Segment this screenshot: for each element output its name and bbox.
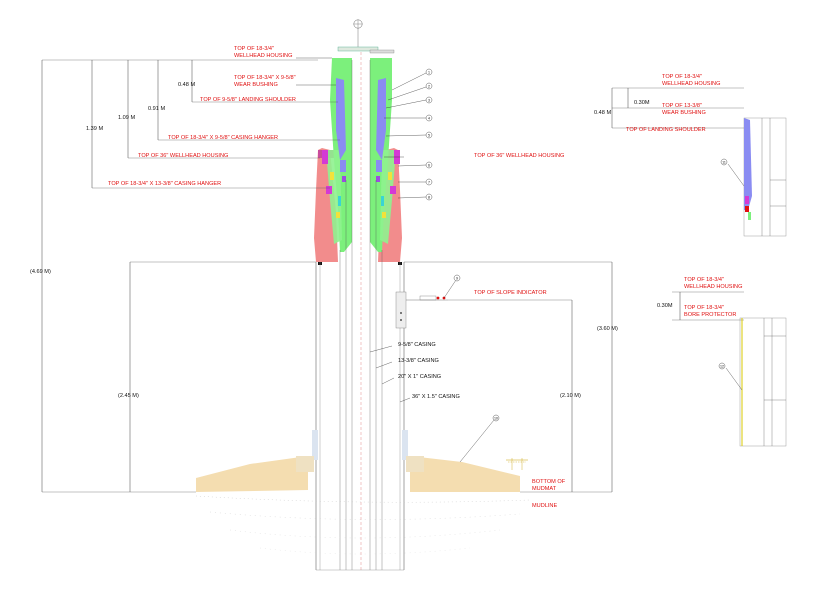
detail2-label-top-1834-wellhead-housing-l1: TOP OF 18-3/4" [684,277,724,283]
callout-10: 10 [492,414,500,422]
detail1-label-top-1338-wear-bushing-l2: WEAR BUSHING [662,110,706,116]
callout-11: 11 [720,158,728,166]
callout-3: 3 [425,96,433,104]
label-bottom-of-mudmat-l1: BOTTOM OF [532,479,566,485]
bore-centerlines [339,52,383,570]
detail1-label-top-landing-shoulder: TOP OF LANDING SHOULDER [626,127,706,133]
detail2-label-top-1834-bore-protector-l1: TOP OF 18-3/4" [684,305,724,311]
label-casing-36x15: 36" X 1.5" CASING [412,394,460,400]
callout-7: 7 [425,178,433,186]
detail2-label-top-1834-bore-protector-l2: BORE PROTECTOR [684,312,736,318]
label-casing-958: 9-5/8" CASING [398,342,436,348]
label-top-36-wellhead-housing-right: TOP OF 36" WELLHEAD HOUSING [474,153,564,159]
label-bottom-of-mudmat-l2: MUDMAT [532,486,557,492]
svg-text:12: 12 [720,364,724,368]
detail-wear-bushing-view: 11 TOP OF 18-3/4" WELLHEAD HOUSING TOP O… [594,74,787,237]
seabed-soil [195,495,531,555]
dim-0-91m: 0.91 M [148,106,165,112]
label-top-1834-1338-casing-hanger: TOP OF 18-3/4" X 13-3/8" CASING HANGER [108,181,221,187]
label-top-wear-bushing-l2: WEAR BUSHING [234,82,278,88]
detail1-label-top-1834-wellhead-housing-l2: WELLHEAD HOUSING [662,81,720,87]
label-top-1834-wellhead-housing-l2: WELLHEAD HOUSING [234,53,292,59]
callout-1: 1 [425,68,433,76]
svg-text:11: 11 [722,160,726,164]
svg-text:4: 4 [428,116,430,120]
detail-bore-protector-view: 12 TOP OF 18-3/4" WELLHEAD HOUSING TOP O… [657,277,787,447]
label-leaders [296,57,411,403]
detail1-label-top-1338-wear-bushing-l1: TOP OF 13-3/8" [662,103,702,109]
dim-1-09m: 1.09 M [118,115,135,121]
svg-text:9: 9 [456,276,458,280]
label-top-1834-958-casing-hanger: TOP OF 18-3/4" X 9-5/8" CASING HANGER [168,135,278,141]
detail1-dim-0-48m: 0.48 M [594,110,611,116]
main-dimension-values: 0.48 M 0.91 M 1.09 M 1.39 M (4.69 M) (2.… [30,82,618,399]
dim-2-10m: (2.10 M) [560,393,581,399]
dim-3-60m: (3.60 M) [597,326,618,332]
casing-labels: 9-5/8" CASING 13-3/8" CASING 20" X 1" CA… [398,342,460,400]
callout-5: 5 [425,131,433,139]
wear-bushing-seal [336,78,386,172]
svg-text:2: 2 [428,84,430,88]
mudmat [196,430,528,492]
svg-text:6: 6 [428,163,430,167]
slope-indicator [395,291,448,329]
dimension-lines-left [41,59,340,493]
svg-text:1: 1 [428,70,430,74]
svg-text:5: 5 [428,133,430,137]
label-mudline: MUDLINE [532,503,557,509]
callout-6: 6 [425,161,433,169]
dim-1-39m: 1.39 M [86,126,103,132]
label-top-36-wellhead-housing-left: TOP OF 36" WELLHEAD HOUSING [138,153,228,159]
main-section-view: 1 2 3 4 5 6 7 8 9 10 TOP OF 18-3/4" WELL… [30,19,618,571]
svg-text:3: 3 [428,98,430,102]
svg-text:8: 8 [428,195,430,199]
svg-text:10: 10 [494,416,498,420]
label-casing-1338: 13-3/8" CASING [398,358,439,364]
callout-8: 8 [425,193,433,201]
conductor-pipe-36in [315,262,405,571]
label-top-958-landing-shoulder: TOP OF 9-5/8" LANDING SHOULDER [200,97,296,103]
dim-2-45m: (2.45 M) [118,393,139,399]
dim-4-69m: (4.69 M) [30,269,51,275]
callout-9: 9 [453,274,461,282]
detail1-dim-0-30m: 0.30M [634,100,650,106]
main-red-labels: TOP OF 18-3/4" WELLHEAD HOUSING TOP OF 1… [108,46,566,509]
label-top-1834-wellhead-housing-l1: TOP OF 18-3/4" [234,46,274,52]
label-casing-20x1: 20" X 1" CASING [398,374,441,380]
label-top-wear-bushing-l1: TOP OF 18-3/4" X 9-5/8" [234,75,296,81]
detail2-label-top-1834-wellhead-housing-l2: WELLHEAD HOUSING [684,284,742,290]
running-tool-lifting-eye [337,19,395,54]
detail1-label-top-1834-wellhead-housing-l1: TOP OF 18-3/4" [662,74,702,80]
callout-4: 4 [425,114,433,122]
callout-12: 12 [718,362,726,370]
svg-text:7: 7 [428,180,430,184]
callout-balloons: 1 2 3 4 5 6 7 8 9 10 [384,68,500,463]
dimension-lines-right [404,261,613,493]
callout-2: 2 [425,82,433,90]
label-top-slope-indicator: TOP OF SLOPE INDICATOR [474,290,547,296]
detail2-dim-0-30m: 0.30M [657,303,673,309]
dim-0-48m: 0.48 M [178,82,195,88]
